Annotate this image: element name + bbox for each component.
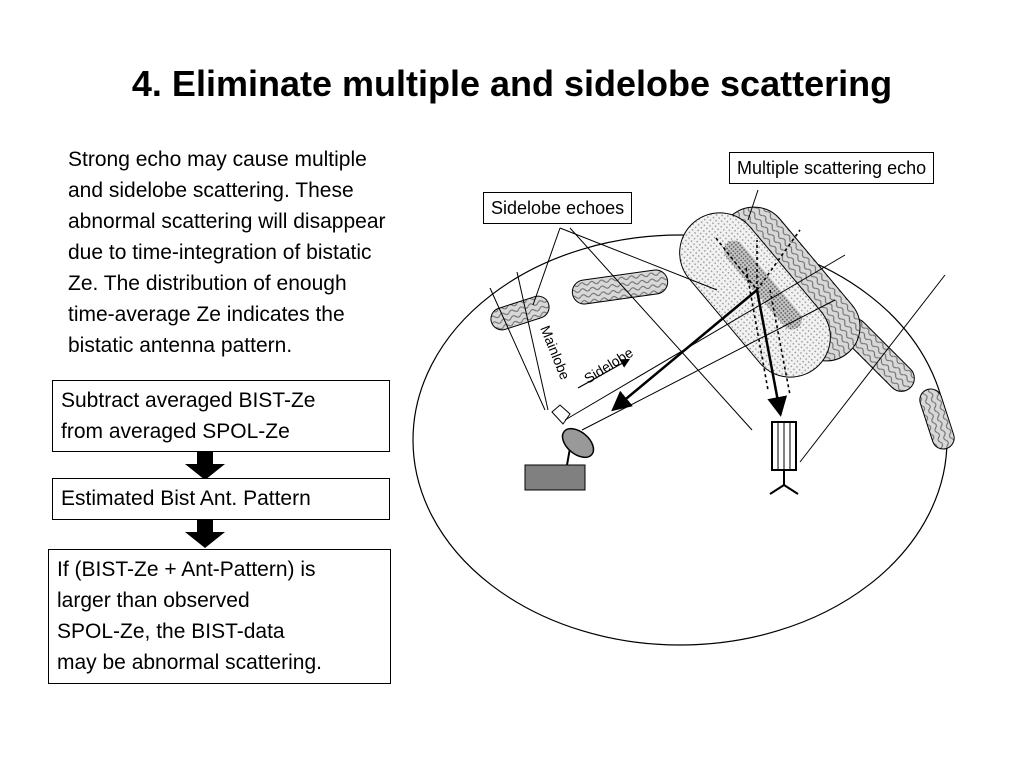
mainlobe-label: Mainlobe: [537, 323, 573, 382]
sidelobe-echoes-callout: Sidelobe echoes: [483, 192, 633, 224]
step-condition-box: If (BIST-Ze + Ant-Pattern) is larger tha…: [48, 549, 391, 684]
scattering-diagram: Mainlobe Sidelobe: [412, 189, 955, 646]
bistatic-receiver-icon: [769, 421, 799, 495]
ground-ellipse: [412, 234, 948, 646]
step-pattern-box: Estimated Bist Ant. Pattern: [52, 478, 390, 520]
step-subtract-box: Subtract averaged BIST-Ze from averaged …: [52, 380, 390, 452]
down-arrow-icon: [185, 520, 225, 548]
radar-dish-icon: [524, 404, 595, 491]
sidelobe-arrow: [577, 358, 631, 389]
multiple-scattering-cloud: [679, 206, 861, 378]
sidelobe-label: Sidelobe: [581, 344, 636, 387]
down-arrow-icon: [185, 452, 225, 480]
multiple-scattering-callout: Multiple scattering echo: [729, 152, 935, 184]
scattering-arrows: [611, 229, 801, 417]
intro-paragraph: Strong echo may cause multiple and sidel…: [68, 148, 386, 357]
page-title: 4. Eliminate multiple and sidelobe scatt…: [131, 63, 893, 104]
